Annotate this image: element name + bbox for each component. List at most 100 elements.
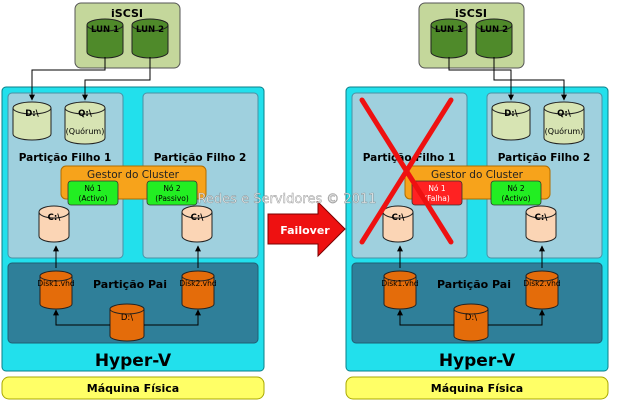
lun-1-cylinder-body (430, 24, 468, 59)
disk1-vhd-cylinder-top (39, 270, 73, 282)
parent-d-to-vhd1-connector (53, 309, 110, 326)
quorum-disk-q-label: Q:\ (557, 109, 572, 119)
disk1-vhd-cylinder-top (383, 270, 417, 282)
lun2-to-disk-q-connector (82, 57, 151, 101)
parent-d-to-vhd2-connector (144, 309, 201, 326)
child-2-disk-c-cylinder (181, 205, 213, 243)
cluster-manager-title: Gestor do Cluster (87, 169, 180, 181)
watermark-text: Redes e Servidores © 2011 (197, 192, 376, 207)
lun1-to-disk-d-connector (29, 57, 106, 101)
parent-disk-d-label: D:\ (121, 313, 133, 323)
lun-1-cylinder (430, 18, 468, 59)
node-2-box (490, 180, 542, 206)
shared-disk-d-cylinder (12, 101, 52, 141)
node-2-name: Nó 2 (163, 184, 181, 193)
node-1-status: (Activo) (78, 194, 107, 203)
quorum-disk-q-cylinder-top (543, 101, 585, 115)
node-1-name: Nó 1 (428, 184, 446, 193)
disk1-vhd-label: Disk1.vhd (37, 279, 74, 288)
parent-d-to-vhd2-connector (488, 309, 545, 326)
disk2-vhd-cylinder-body (181, 275, 215, 310)
child-1-disk-c-cylinder-body (38, 211, 70, 243)
parent-disk-d-cylinder-body (109, 308, 145, 342)
disk1-vhd-cylinder-body (383, 275, 417, 310)
child-2-disk-c-cylinder-body (181, 211, 213, 243)
lun-2-label: LUN 2 (480, 25, 508, 35)
node-2-status: (Passivo) (155, 194, 189, 203)
disk2-vhd-label: Disk2.vhd (523, 279, 560, 288)
child-2-disk-c-label: C:\ (535, 213, 549, 223)
lun-2-cylinder (475, 18, 513, 59)
quorum-disk-q-label: Q:\ (78, 109, 93, 119)
physical-machine-bar (345, 376, 609, 400)
node-1-status: (Falha) (424, 194, 450, 203)
quorum-disk-q-note: (Quórum) (66, 126, 105, 136)
child-2-disk-c-cylinder-body (525, 211, 557, 243)
disk1-vhd-cylinder (39, 270, 73, 310)
shared-disk-d-cylinder-top (491, 101, 531, 115)
failover-arrow (267, 200, 346, 258)
physical-machine-label: Máquina Física (87, 382, 179, 395)
parent-disk-d-cylinder-top (453, 303, 489, 315)
parent-d-to-vhd1-connector (397, 309, 454, 326)
disk2-vhd-cylinder-top (525, 270, 559, 282)
lun-2-cylinder (131, 18, 169, 59)
disk1-vhd-label: Disk1.vhd (381, 279, 418, 288)
child-partition-1-title: Partição Filho 1 (19, 152, 112, 164)
shared-disk-d-cylinder-body (12, 107, 52, 141)
physical-machine-bar (1, 376, 265, 400)
node-1-name: Nó 1 (84, 184, 102, 193)
disk2-vhd-cylinder (181, 270, 215, 310)
child-partition-1-title: Partição Filho 1 (363, 152, 456, 164)
disk2-vhd-cylinder-body (525, 275, 559, 310)
shared-disk-d-label: D:\ (504, 109, 518, 119)
lun2-to-disk-q-connector (493, 57, 567, 101)
quorum-disk-q-cylinder (64, 101, 106, 145)
parent-disk-d-label: D:\ (465, 313, 477, 323)
parent-disk-d-cylinder-top (109, 303, 145, 315)
node-2-status: (Activo) (501, 194, 530, 203)
parent-disk-d-cylinder (109, 303, 145, 342)
failover-label: Failover (280, 224, 330, 237)
parent-partition-title: Partição Pai (437, 278, 511, 291)
child-1-disk-c-label: C:\ (392, 213, 406, 223)
child-1-disk-c-cylinder (382, 205, 414, 243)
disk2-vhd-label: Disk2.vhd (179, 279, 216, 288)
node-2-name: Nó 2 (507, 184, 525, 193)
child-partition-2-title: Partição Filho 2 (154, 152, 247, 164)
quorum-disk-q-cylinder-body (64, 107, 106, 145)
quorum-disk-q-cylinder-body (543, 107, 585, 145)
node-2-box (146, 180, 198, 206)
lun-2-cylinder-body (131, 24, 169, 59)
lun-1-label: LUN 1 (435, 25, 463, 35)
shared-disk-d-cylinder (491, 101, 531, 141)
child-partition-2-title: Partição Filho 2 (498, 152, 591, 164)
lun-1-cylinder-top (86, 18, 124, 32)
child-2-disk-c-label: C:\ (191, 213, 205, 223)
hyperv-label: Hyper-V (439, 351, 516, 371)
lun-2-cylinder-top (475, 18, 513, 32)
shared-disk-d-cylinder-body (491, 107, 531, 141)
lun1-to-disk-d-connector (448, 57, 514, 101)
failure-cross-stroke-2 (359, 97, 454, 245)
lun-1-cylinder (86, 18, 124, 59)
lun-1-cylinder-top (430, 18, 468, 32)
parent-partition-title: Partição Pai (93, 278, 167, 291)
lun-1-cylinder-body (86, 24, 124, 59)
quorum-disk-q-cylinder (543, 101, 585, 145)
disk2-vhd-cylinder (525, 270, 559, 310)
iscsi-title: iSCSI (455, 7, 487, 20)
lun-2-cylinder-top (131, 18, 169, 32)
disk2-vhd-cylinder-top (181, 270, 215, 282)
shared-disk-d-label: D:\ (25, 109, 39, 119)
cluster-manager-title: Gestor do Cluster (431, 169, 524, 181)
hyperv-label: Hyper-V (95, 351, 172, 371)
lun-2-label: LUN 2 (136, 25, 164, 35)
disk1-vhd-cylinder-body (39, 275, 73, 310)
child-1-disk-c-label: C:\ (48, 213, 62, 223)
child-2-disk-c-cylinder-top (181, 205, 213, 219)
quorum-disk-q-note: (Quórum) (545, 126, 584, 136)
node-1-box (67, 180, 119, 206)
